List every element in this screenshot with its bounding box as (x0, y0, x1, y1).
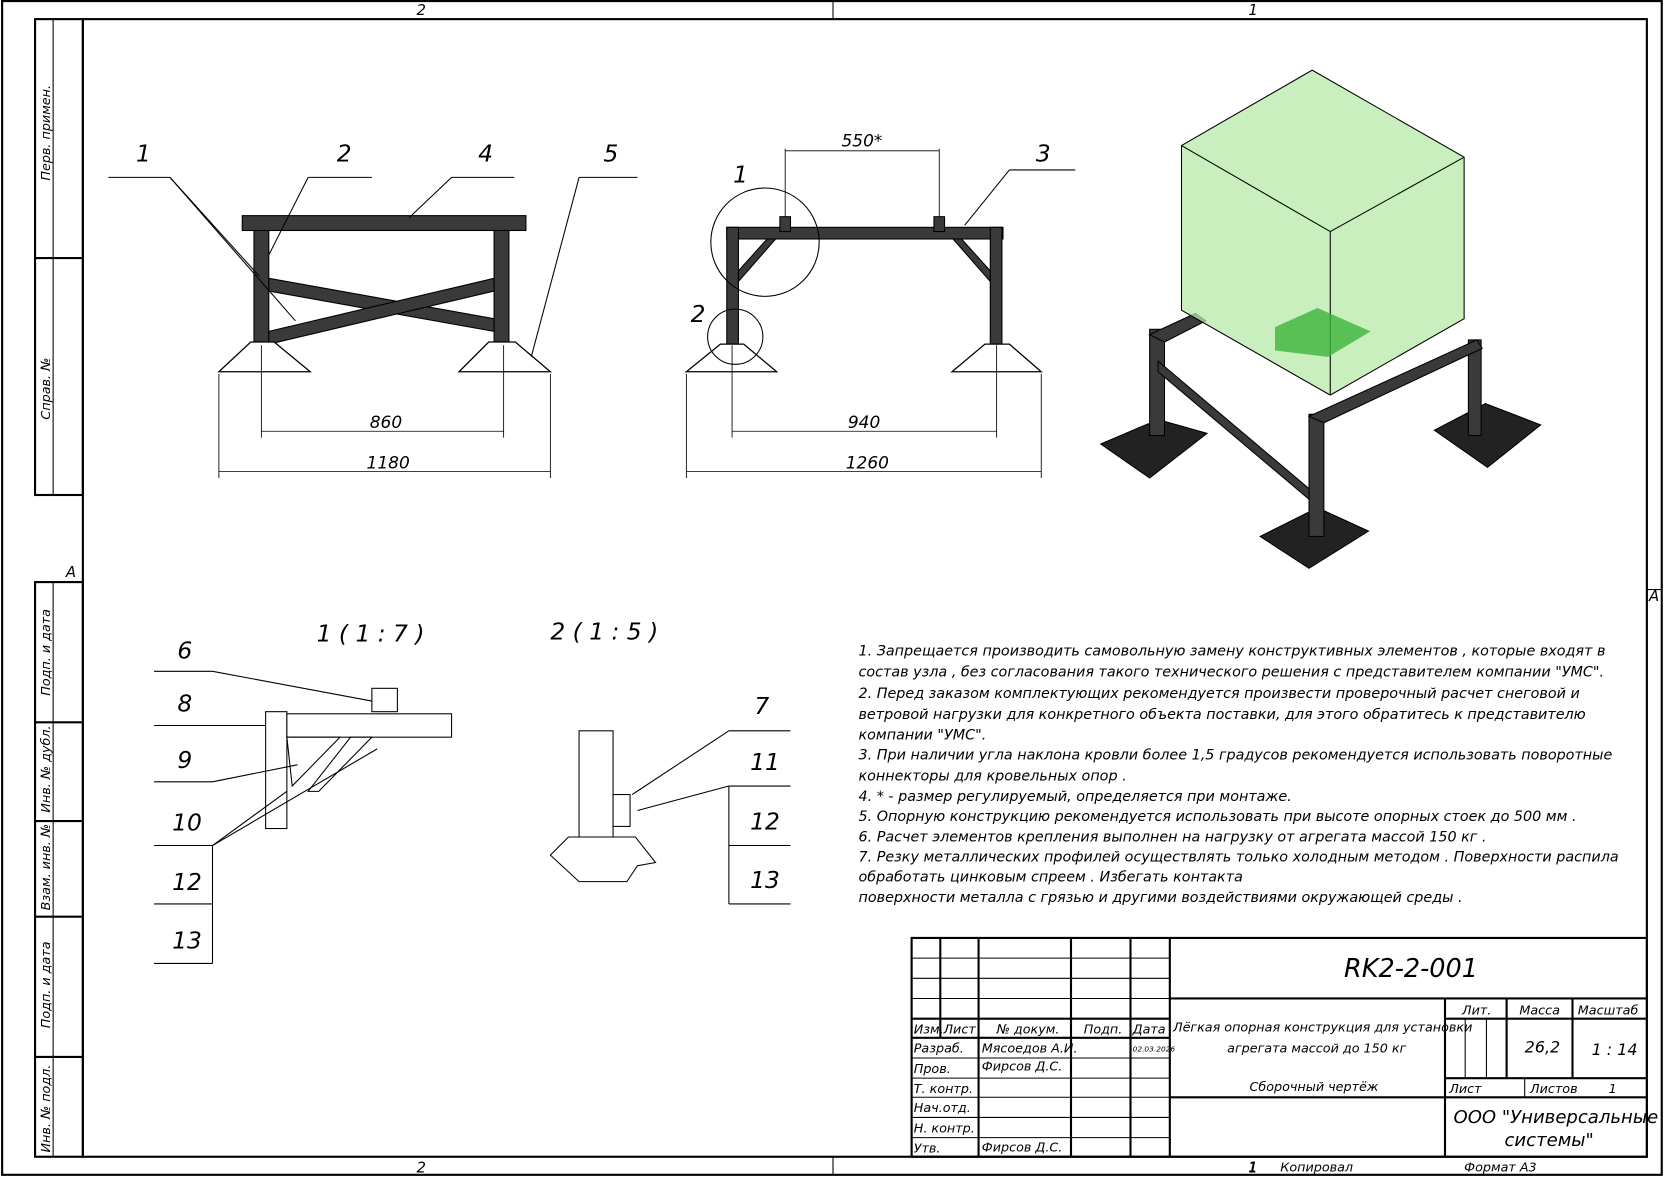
dim-1260: 1260 (846, 453, 889, 473)
header-scale: Масштаб (1578, 1003, 1639, 1018)
front-view: 1 2 4 5 860 1180 (108, 139, 638, 478)
drawing-designation: RK2-2-001 (1344, 954, 1478, 984)
header-sign: Подп. (1084, 1023, 1123, 1038)
callout-2: 2 (337, 139, 352, 167)
margin-label: Подп. и дата (39, 941, 54, 1028)
callout-3: 3 (1036, 139, 1051, 167)
callout-1: 1 (136, 139, 151, 167)
role: Нач.отд. (914, 1101, 971, 1116)
note-line: состав узла , без согласования такого те… (859, 665, 1605, 681)
header-doc-no: № докум. (996, 1023, 1060, 1038)
zone-top-1: 1 (1248, 1, 1257, 19)
note-line: 5. Опорную конструкцию рекомендуется исп… (859, 809, 1577, 825)
margin-label: Взам. инв. № (39, 824, 54, 910)
dim-550: 550* (842, 132, 883, 152)
callout-2: 2 (691, 300, 706, 328)
callout-9: 9 (177, 746, 192, 774)
callout-13: 13 (750, 866, 780, 894)
note-line: 3. При наличии угла наклона кровли более… (859, 747, 1613, 763)
margin-label: Инв. № дубл. (39, 725, 54, 812)
zone-top-2: 2 (417, 1, 426, 19)
note-line: ветровой нагрузки для конкретного объект… (859, 707, 1586, 723)
note-line: 2. Перед заказом комплектующих рекоменду… (859, 686, 1580, 702)
side-view: 550* 1 2 3 940 1260 (684, 132, 1076, 478)
product-name-line1: Лёгкая опорная конструкция для установки (1172, 1020, 1472, 1035)
callout-13: 13 (172, 927, 202, 955)
product-name-line2: агрегата массой до 150 кг (1227, 1042, 1406, 1057)
header-mass: Масса (1519, 1003, 1560, 1018)
header-sheets: Листов (1529, 1082, 1578, 1097)
role: Утв. (914, 1142, 941, 1157)
callout-12: 12 (172, 868, 202, 896)
callout-10: 10 (172, 809, 202, 837)
person-name: Мясоедов А.И. (982, 1042, 1078, 1057)
note-line: 7. Резку металлических профилей осуществ… (859, 849, 1619, 865)
isometric-view (1099, 69, 1542, 569)
margin-label: Справ. № (39, 358, 54, 420)
title-block: RK2-2-001 Лёгкая опорная конструкция для… (910, 936, 1659, 1176)
date-developed: 02.03.2026 (1133, 1045, 1176, 1054)
note-line: компании "УМС". (859, 727, 987, 743)
header-sheet: Лист (1448, 1082, 1482, 1097)
scale-value: 1 : 14 (1592, 1040, 1638, 1059)
person-name: Фирсов Д.С. (982, 1060, 1063, 1075)
person-name: Фирсов Д.С. (982, 1140, 1063, 1155)
dim-940: 940 (848, 413, 880, 433)
callout-5: 5 (604, 139, 619, 167)
copied-label: Копировал (1280, 1161, 1353, 1176)
note-line: 6. Расчет элементов крепления выполнен н… (859, 829, 1487, 845)
format-label: Формат А3 (1464, 1161, 1537, 1176)
role: Н. контр. (914, 1121, 975, 1136)
organization-line1: ООО "Универсальные (1454, 1107, 1659, 1128)
detail-1: 1 ( 1 : 7 ) 6 8 9 10 12 13 (154, 620, 453, 964)
note-line: коннекторы для кровельных опор . (859, 769, 1127, 785)
note-line: обработать цинковым спреем . Избегать ко… (859, 870, 1243, 886)
zone-side-a-left: A (65, 563, 76, 581)
note-line: 4. * - размер регулируемый, определяется… (859, 789, 1292, 805)
margin-label: Перв. примен. (39, 85, 54, 181)
technical-notes: 1. Запрещается производить самовольную з… (859, 643, 1619, 905)
role: Т. контр. (914, 1082, 973, 1097)
organization-line2: системы" (1505, 1130, 1594, 1151)
zone-bottom-1: 1 (1248, 1159, 1257, 1177)
callout-7: 7 (754, 692, 769, 720)
dim-1180: 1180 (367, 453, 410, 473)
callout-11: 11 (750, 748, 780, 776)
sheets-count: 1 (1609, 1082, 1617, 1097)
callout-4: 4 (478, 139, 493, 167)
header-izm: Изм. (914, 1023, 944, 1038)
header-date: Дата (1132, 1023, 1166, 1038)
header-list: Лист (942, 1023, 976, 1038)
callout-6: 6 (177, 637, 192, 665)
margin-stamp: Перв. примен. Справ. № Подп. и дата Инв.… (34, 18, 84, 1158)
detail-2: 2 ( 1 : 5 ) 7 11 12 13 (549, 617, 791, 905)
role: Разраб. (914, 1042, 964, 1057)
note-line: поверхности металла с грязью и другими в… (859, 890, 1463, 906)
zone-bottom-2: 2 (417, 1159, 426, 1177)
role: Пров. (914, 1062, 951, 1077)
callout-1: 1 (733, 161, 748, 189)
mass-value: 26,2 (1525, 1038, 1560, 1057)
dim-860: 860 (370, 413, 402, 433)
margin-label: Инв. № подл. (39, 1065, 54, 1153)
header-lit: Лит. (1461, 1003, 1491, 1018)
zone-side-a-right: A (1648, 587, 1659, 605)
detail-1-title: 1 ( 1 : 7 ) (317, 620, 425, 648)
margin-label: Подп. и дата (39, 609, 54, 696)
note-line: 1. Запрещается производить самовольную з… (859, 643, 1606, 659)
callout-8: 8 (177, 690, 192, 718)
detail-2-title: 2 ( 1 : 5 ) (550, 617, 658, 645)
copied-num: 1 (1248, 1161, 1256, 1176)
document-type: Сборочный чертёж (1250, 1080, 1379, 1095)
callout-12: 12 (750, 808, 780, 836)
